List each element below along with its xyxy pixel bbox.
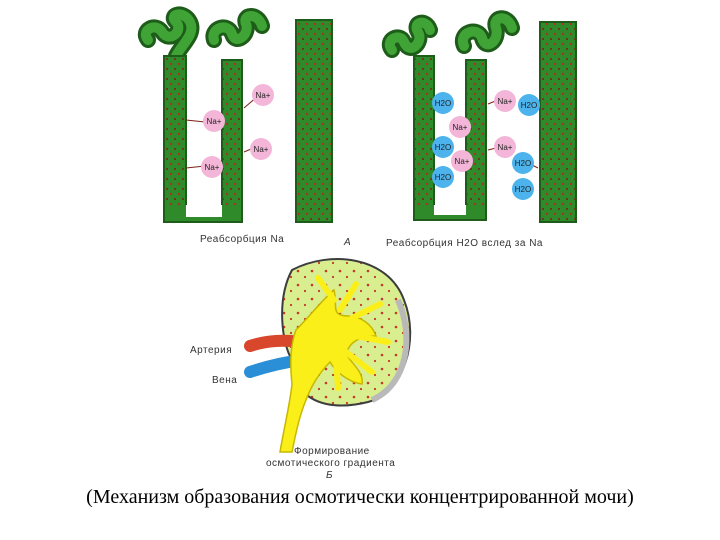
na-ion: Na+ [449, 116, 471, 138]
panel-a-letter: А [344, 237, 352, 248]
artery-label: Артерия [190, 345, 233, 356]
kidney [244, 258, 412, 453]
na-ion: Na+ [203, 110, 225, 132]
panel-a-caption: Реабсорбция Na [200, 234, 285, 245]
gradient-label-line2: осмотического градиента [266, 458, 396, 469]
vein-label: Вена [212, 375, 238, 386]
na-ion: Na+ [201, 156, 223, 178]
gradient-label-line1: Формирование [294, 446, 370, 457]
h2o-molecule: H2O [518, 94, 540, 116]
na-ion: Na+ [494, 90, 516, 112]
h2o-molecule: H2O [512, 178, 534, 200]
panel-b-caption: Реабсорбция H2O вслед за Na [386, 238, 543, 249]
h2o-molecule: H2O [432, 166, 454, 188]
h2o-molecule: H2O [512, 152, 534, 174]
h2o-molecule: H2O [432, 136, 454, 158]
h2o-molecule: H2O [432, 92, 454, 114]
na-ion: Na+ [451, 150, 473, 172]
kidney-letter: Б [326, 470, 334, 481]
figure-caption: (Механизм образования осмотически концен… [86, 486, 634, 508]
na-ion: Na+ [250, 138, 272, 160]
panel-b-tubules [381, 10, 577, 223]
panel-a-tubules [137, 6, 333, 223]
na-ion: Na+ [494, 136, 516, 158]
na-ion: Na+ [252, 84, 274, 106]
